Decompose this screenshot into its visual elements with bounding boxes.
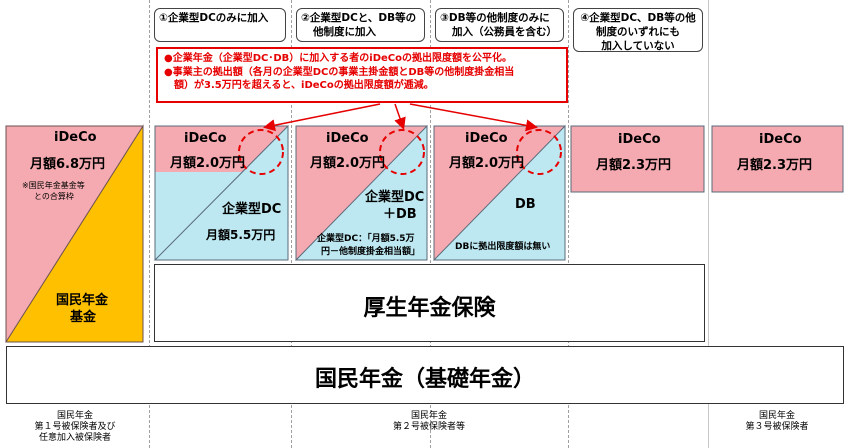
column-divider: [430, 0, 431, 448]
kokumin-fund-triangle: [5, 124, 144, 343]
note-box: ●企業年金（企業型DC･DB）に加入する者のiDeCoの拠出限度額を公平化。 ●…: [156, 47, 568, 103]
header-none: ④企業型DC、DB等の他 制度のいずれにも 加入していない: [573, 8, 703, 52]
kosei-nenkin-box: 厚生年金保険: [154, 264, 705, 342]
ideco-amount: 月額2.0万円: [449, 156, 525, 171]
arrow: [394, 103, 406, 130]
kokumin-nenkin-label: 国民年金（基礎年金）: [314, 367, 535, 392]
header-text: 制度のいずれにも: [596, 26, 680, 38]
arrow: [263, 103, 381, 132]
footer-text: 国民年金: [410, 411, 447, 421]
ideco-label: iDeCo: [618, 132, 661, 147]
highlight-circle: [238, 129, 284, 175]
kokumin-nenkin-box: 国民年金（基礎年金）: [6, 346, 844, 404]
dc-amount: 月額5.5万円: [206, 228, 276, 242]
db-note: DBに拠出限度額は無い: [455, 242, 551, 252]
column-divider: [708, 0, 709, 448]
footer-text: 第２号被保険者等: [392, 422, 465, 432]
header-text: 加入していない: [601, 40, 675, 52]
note-line: ●企業年金（企業型DC･DB）に加入する者のiDeCoの拠出限度額を公平化。: [164, 53, 513, 64]
footer-text: 任意加入被保険者: [38, 433, 111, 443]
header-text: ③DB等の他制度のみに: [440, 12, 550, 24]
ideco-note: との合算枠: [34, 192, 74, 201]
ideco-bg-third: [711, 125, 844, 193]
footer-first: 国民年金 第１号被保険者及び 任意加入被保険者: [6, 411, 144, 444]
dc-note: 円－他制度掛金相当額」: [321, 247, 421, 257]
highlight-circle: [516, 129, 562, 175]
header-text: ④企業型DC、DB等の他: [580, 12, 696, 24]
ideco-label: iDeCo: [184, 131, 227, 146]
note-line: 額）が3.5万円を超えると、iDeCoの拠出限度額が逓減。: [164, 80, 434, 91]
ideco-amount: 月額2.3万円: [737, 158, 813, 173]
ideco-amount: 月額2.3万円: [596, 158, 672, 173]
kosei-nenkin-label: 厚生年金保険: [363, 296, 496, 321]
header-dc-and-db: ②企業型DCと、DB等の 他制度に加入: [296, 8, 425, 42]
kokumin-fund-label: 基金: [70, 310, 97, 325]
dc-note: 企業型DC：「月額5.5万: [317, 234, 415, 244]
db-label: DB: [515, 197, 536, 212]
dc-label: 企業型DC: [222, 202, 282, 217]
ideco-amount: 月額6.8万円: [30, 157, 106, 172]
column-divider: [149, 0, 150, 448]
footer-text: 第３号被保険者: [745, 422, 809, 432]
ideco-label: iDeCo: [54, 130, 97, 145]
dc-db-label: 企業型DC: [365, 190, 425, 205]
kokumin-fund-label: 国民年金: [56, 293, 109, 308]
header-text: 加入（公務員を含む）: [452, 26, 557, 38]
header-text: ①企業型DCのみに加入: [159, 12, 269, 24]
column-divider: [568, 0, 569, 448]
header-text: ②企業型DCと、DB等の: [301, 12, 417, 24]
arrow: [409, 103, 538, 132]
header-db-only: ③DB等の他制度のみに 加入（公務員を含む）: [435, 8, 564, 42]
ideco-amount: 月額2.0万円: [170, 156, 246, 171]
note-line: ●事業主の拠出額（各月の企業型DCの事業主掛金額とDB等の他制度掛金相当: [164, 66, 515, 78]
footer-text: 国民年金: [56, 411, 93, 421]
footer-third: 国民年金 第３号被保険者: [709, 411, 845, 433]
dc-db-label: ＋DB: [383, 207, 417, 222]
footer-second: 国民年金 第２号被保険者等: [150, 411, 708, 433]
ideco-label: iDeCo: [759, 132, 802, 147]
footer-text: 第１号被保険者及び: [34, 422, 116, 432]
highlight-circle: [379, 129, 425, 175]
ideco-label: iDeCo: [465, 131, 508, 146]
ideco-label: iDeCo: [326, 131, 369, 146]
ideco-note: ※国民年金基金等: [22, 181, 85, 190]
footer-text: 国民年金: [758, 411, 795, 421]
header-dc-only: ①企業型DCのみに加入: [154, 8, 286, 42]
column-divider: [291, 0, 292, 448]
header-text: 他制度に加入: [313, 26, 376, 38]
ideco-amount: 月額2.0万円: [310, 156, 386, 171]
ideco-bg-col4: [570, 125, 705, 193]
